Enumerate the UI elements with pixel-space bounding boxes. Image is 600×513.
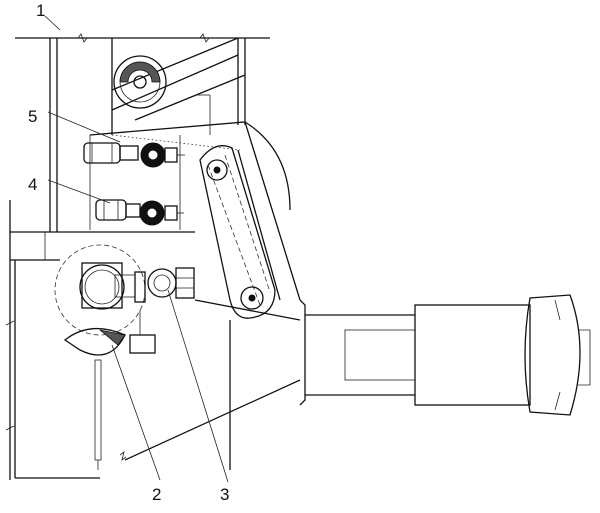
chain-conveyor — [199, 145, 281, 319]
top-pulley — [113, 55, 167, 109]
label-part-1: 1 — [36, 1, 45, 20]
label-part-2: 2 — [152, 485, 161, 504]
left-wall — [5, 200, 195, 480]
chute — [89, 121, 301, 301]
hopper — [119, 299, 301, 470]
motor-3 — [147, 267, 195, 299]
discharge-pipe — [299, 294, 591, 416]
label-part-3: 3 — [220, 485, 229, 504]
label-part-5: 5 — [28, 107, 37, 126]
motor-5 — [83, 142, 185, 168]
motor-4 — [95, 199, 184, 226]
drum — [54, 244, 146, 336]
label-part-4: 4 — [28, 175, 37, 194]
leader-lines — [44, 15, 229, 483]
gate-flap — [63, 310, 156, 470]
housing-walls — [49, 37, 246, 232]
